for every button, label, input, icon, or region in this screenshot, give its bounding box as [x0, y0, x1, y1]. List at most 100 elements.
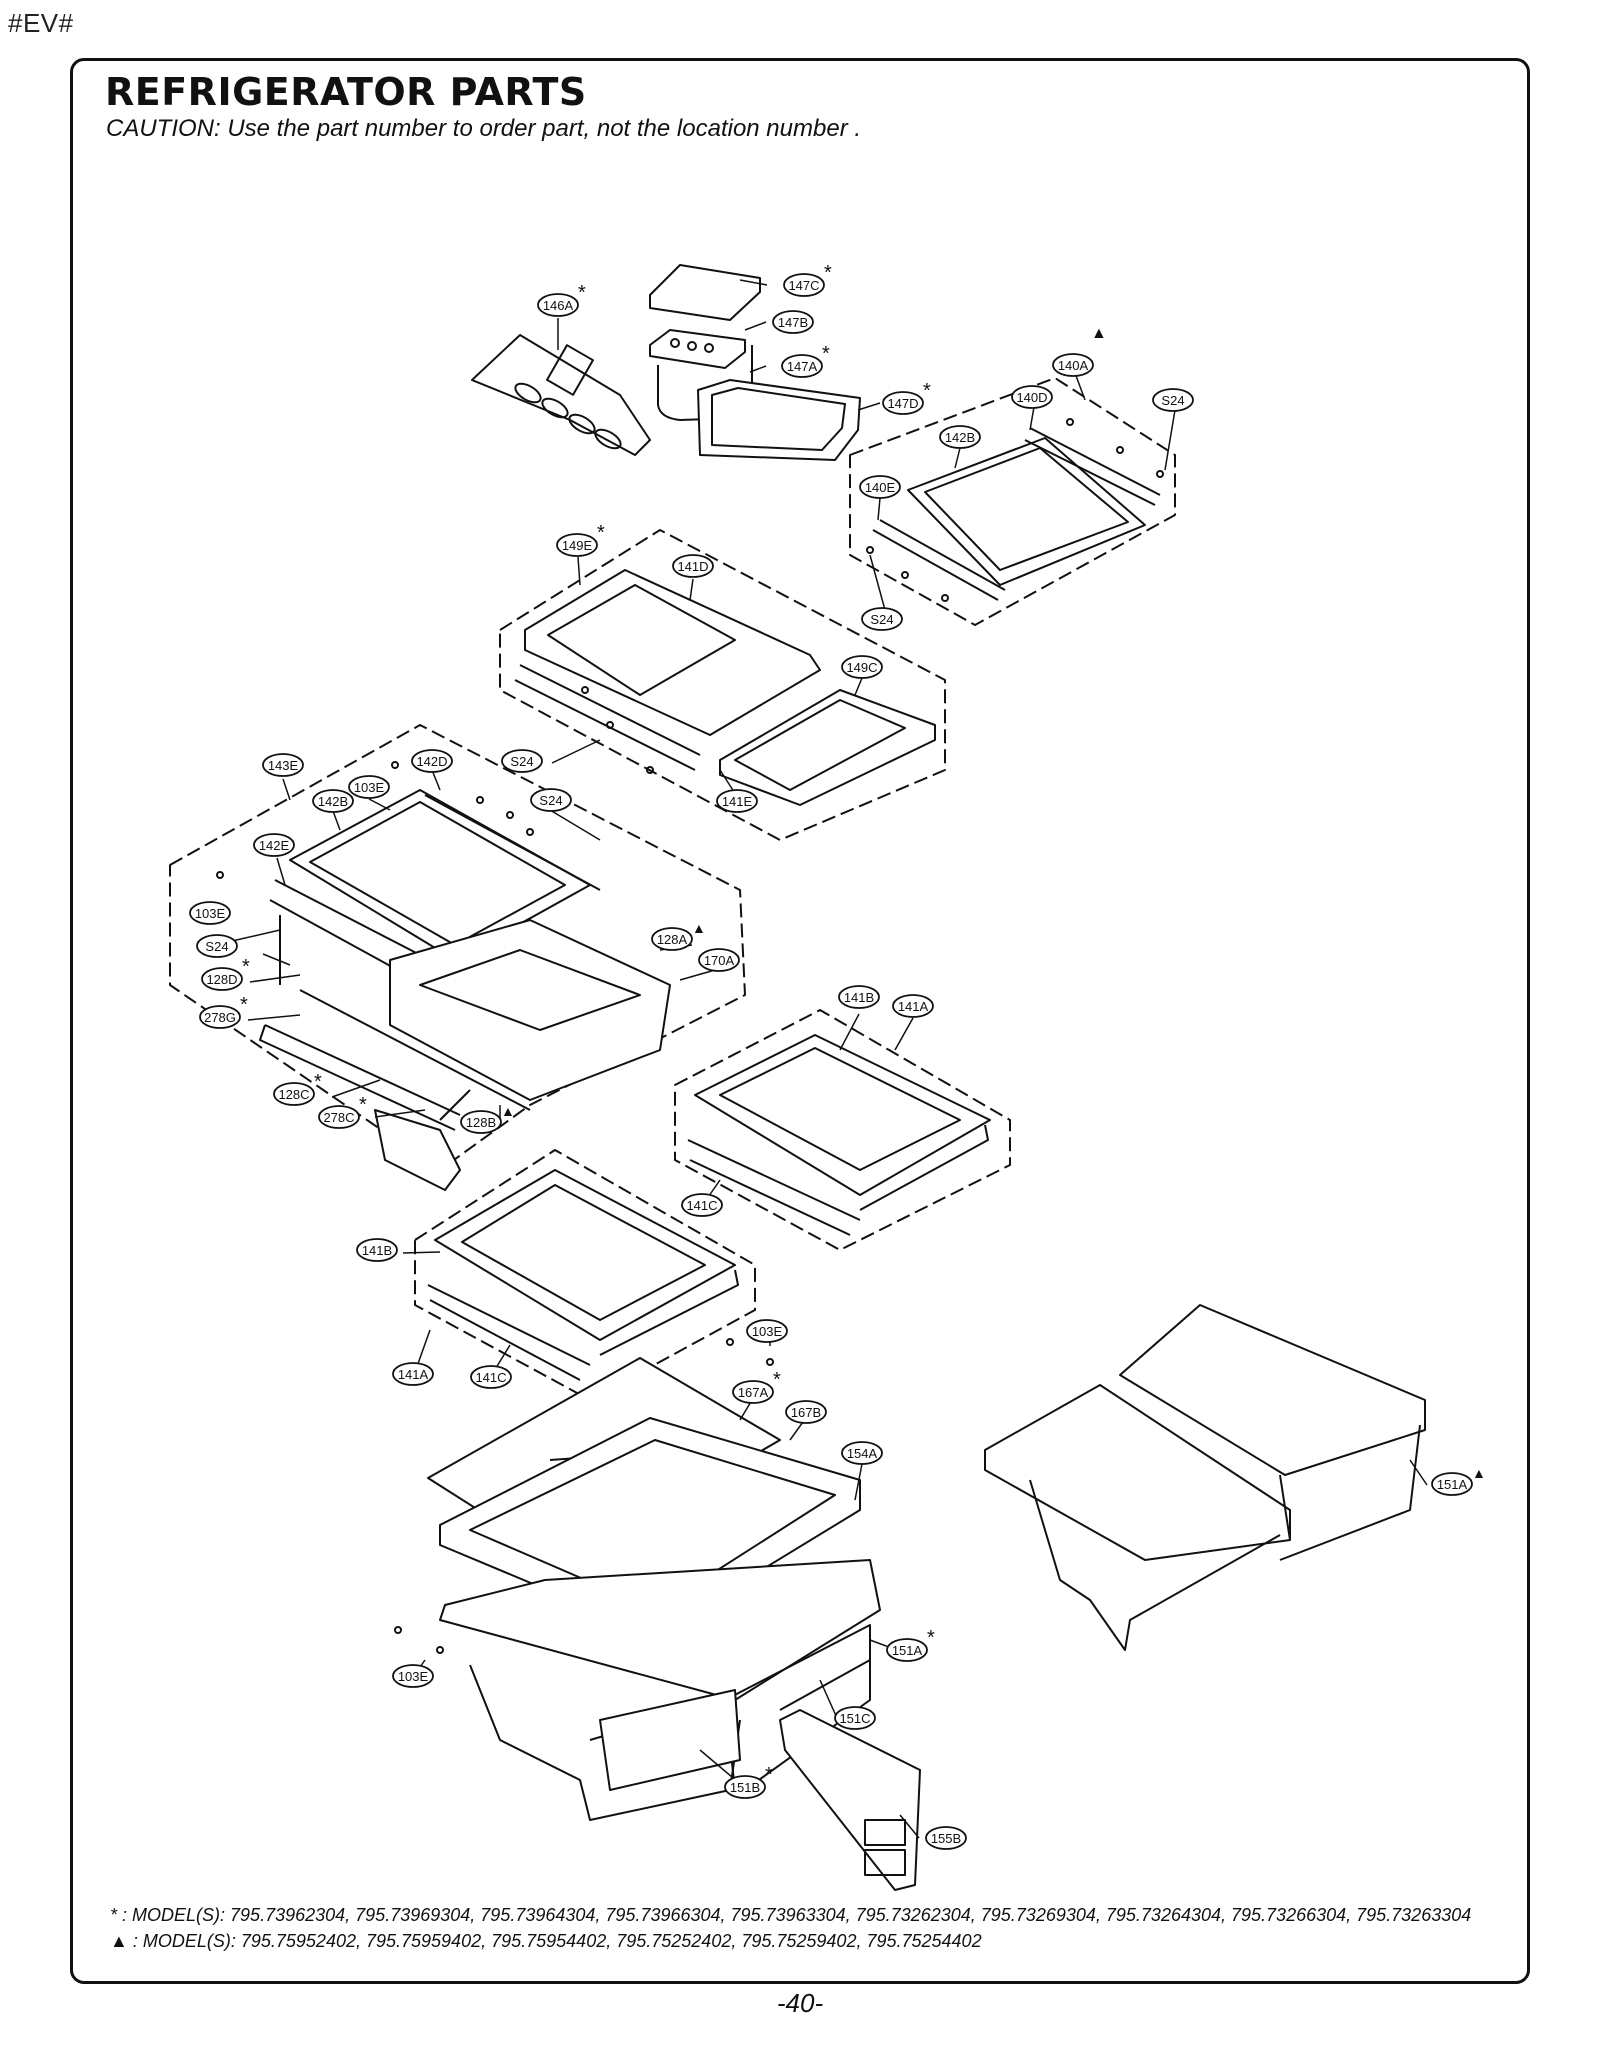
callout-141d: 141D	[672, 554, 714, 578]
callout-label: 142B	[945, 430, 975, 445]
callout-bubble	[348, 775, 390, 799]
callout-142b: 142B	[939, 425, 981, 449]
callout-141b: 141B	[838, 985, 880, 1009]
callout-mark: *	[242, 956, 250, 978]
callout-151b: 151B*	[724, 1764, 773, 1799]
callout-label: 151A	[1437, 1477, 1468, 1492]
callout-bubble	[556, 533, 598, 557]
callout-label: 141A	[398, 1367, 429, 1382]
outline-141a-lower	[414, 1149, 756, 1401]
callout-278c: 278C*	[318, 1094, 367, 1129]
page-number: -40-	[776, 1988, 824, 2018]
callout-bubble	[196, 934, 238, 958]
part-128-crisper-cover	[259, 919, 671, 1191]
page-code: #EV#	[8, 8, 74, 38]
callout-141c: 141C	[681, 1193, 723, 1217]
callout-mark: *	[359, 1094, 367, 1116]
model-notes: * : MODEL(S): 795.73962304, 795.73969304…	[110, 1902, 1520, 1954]
callout-label: 128D	[206, 972, 237, 987]
callout-bubble	[859, 475, 901, 499]
callout-bubble	[201, 967, 243, 991]
callout-bubble	[841, 1441, 883, 1465]
callout-103e: 103E	[189, 901, 231, 925]
callout-bubble	[1431, 1472, 1473, 1496]
callout-128a: 128A▲	[651, 920, 706, 951]
callout-label: S24	[870, 612, 893, 627]
callout-bubble	[838, 985, 880, 1009]
caution-note: CAUTION: Use the part number to order pa…	[106, 115, 862, 142]
callout-146a: 146A*	[537, 282, 586, 317]
callout-bubble	[460, 1110, 502, 1134]
callout-141a: 141A	[392, 1362, 434, 1386]
callout-s24: S24	[1152, 388, 1194, 412]
callout-mark: ▲	[1472, 1465, 1486, 1481]
callout-bubble	[199, 1005, 241, 1029]
callout-label: S24	[205, 939, 228, 954]
callout-bubble	[861, 607, 903, 631]
callout-mark: *	[927, 1627, 935, 1649]
part-146a-bracket	[471, 334, 651, 456]
callout-label: 141A	[898, 999, 929, 1014]
callout-147a: 147A*	[781, 343, 830, 378]
callout-s24: S24	[530, 788, 572, 812]
callout-label: S24	[510, 754, 533, 769]
callout-label: 128B	[466, 1115, 496, 1130]
callout-bubble	[312, 789, 354, 813]
callout-label: 170A	[704, 953, 735, 968]
callout-label: 103E	[752, 1324, 783, 1339]
callout-bubble	[651, 927, 693, 951]
callout-bubble	[672, 554, 714, 578]
callout-label: 141C	[686, 1198, 717, 1213]
callout-bubble	[886, 1638, 928, 1662]
callout-bubble	[253, 833, 295, 857]
callout-bubble	[392, 1664, 434, 1688]
callout-142b: 142B	[312, 789, 354, 813]
callout-bubble	[746, 1319, 788, 1343]
callout-bubble	[273, 1082, 315, 1106]
callout-bubble	[262, 753, 304, 777]
callout-label: 141E	[722, 794, 753, 809]
callout-bubble	[882, 391, 924, 415]
callout-mark: *	[824, 262, 832, 284]
callout-bubble	[1052, 353, 1094, 377]
callout-142e: 142E	[253, 833, 295, 857]
callout-label: S24	[1161, 393, 1184, 408]
callout-label: 147A	[787, 359, 818, 374]
note-asterisk: * : MODEL(S): 795.73962304, 795.73969304…	[110, 1902, 1520, 1928]
callout-bubble	[698, 948, 740, 972]
callout-142d: 142D	[411, 749, 453, 773]
callout-141a: 141A	[892, 994, 934, 1018]
part-151-crisper-drawers	[439, 1559, 881, 1821]
callout-label: 167A	[738, 1385, 769, 1400]
callout-label: 149C	[846, 660, 877, 675]
part-141-shelf-lower	[427, 1169, 739, 1381]
callout-141c: 141C	[470, 1365, 512, 1389]
callout-bubble	[732, 1380, 774, 1404]
callout-s24: S24	[501, 749, 543, 773]
callout-label: 140D	[1016, 390, 1047, 405]
callout-128c: 128C*	[273, 1071, 322, 1106]
outline-149e	[499, 529, 946, 841]
callout-147c: 147C*	[783, 262, 832, 297]
note-symbol: *	[110, 1905, 118, 1925]
callout-103e: 103E	[348, 775, 390, 799]
callout-147d: 147D*	[882, 380, 931, 415]
callout-label: 103E	[354, 780, 385, 795]
note-text: : MODEL(S): 795.73962304, 795.73969304, …	[122, 1905, 1472, 1925]
callout-141e: 141E	[716, 789, 758, 813]
callout-bubble	[925, 1826, 967, 1850]
callout-bubble	[892, 994, 934, 1018]
callout-label: 147D	[887, 396, 918, 411]
outline-141a-upper	[674, 1009, 1011, 1251]
callout-label: 151C	[839, 1711, 870, 1726]
callout-bubble	[501, 749, 543, 773]
callout-label: 167B	[791, 1405, 821, 1420]
callout-label: 143E	[268, 758, 299, 773]
callout-140d: 140D	[1011, 385, 1053, 409]
callout-bubble	[781, 354, 823, 378]
callout-bubble	[783, 273, 825, 297]
callout-bubble	[318, 1105, 360, 1129]
callout-mark: *	[773, 1369, 781, 1391]
callout-bubble	[939, 425, 981, 449]
